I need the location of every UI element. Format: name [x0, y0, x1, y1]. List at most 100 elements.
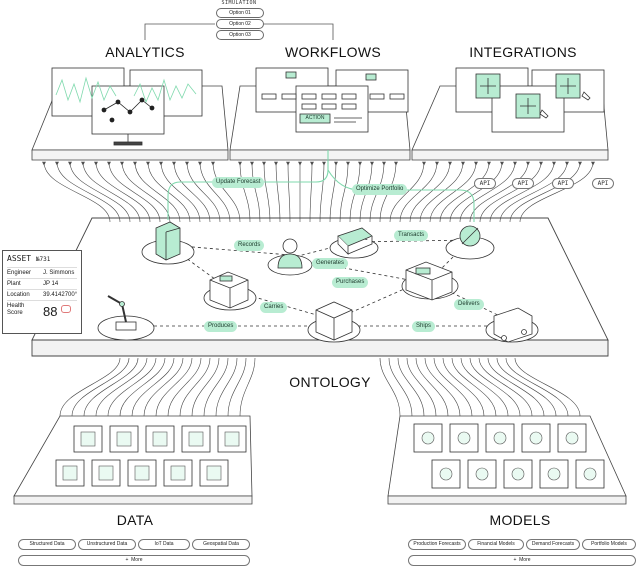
tools-object — [459, 225, 481, 247]
model-tile-icon — [565, 431, 579, 445]
update-forecast-tag: Update Forecast — [212, 177, 265, 188]
connector-line — [505, 357, 569, 417]
model-tile-icon — [529, 431, 543, 445]
data-tile — [91, 459, 121, 487]
factory-object — [155, 221, 181, 261]
model-category-portfolio[interactable]: Portfolio Models — [582, 539, 636, 550]
connector-line — [263, 161, 271, 223]
connector-line — [415, 357, 449, 417]
data-tile-icon — [152, 431, 168, 447]
connector-line — [287, 161, 291, 223]
asset-field-value: J. Simmons — [43, 270, 75, 276]
model-category-financial[interactable]: Financial Models — [468, 539, 524, 550]
simulation-option-1[interactable]: Option 01 — [216, 8, 264, 18]
connector-line — [239, 161, 251, 223]
data-category-structured[interactable]: Structured Data — [18, 539, 76, 550]
connector-line — [212, 161, 241, 223]
connector-line — [95, 357, 148, 417]
data-tile-icon — [224, 431, 240, 447]
connector-line — [451, 357, 497, 417]
workflow-action-button[interactable]: ACTION — [305, 115, 325, 121]
simulation-option-2[interactable]: Option 02 — [216, 19, 264, 29]
connector-line — [69, 161, 131, 223]
connector-line — [399, 161, 438, 223]
relation-records: Records — [234, 240, 265, 251]
connector-line — [429, 161, 477, 223]
connector-line — [339, 161, 349, 223]
asset-field-key: Location — [7, 292, 30, 298]
integrations-title: INTEGRATIONS — [469, 44, 577, 60]
connector-line — [496, 357, 557, 417]
connector-line — [95, 161, 151, 223]
model-tiles — [413, 423, 605, 489]
connector-line — [167, 357, 202, 417]
models-title: MODELS — [489, 512, 551, 528]
connector-line — [514, 357, 581, 417]
model-tile-icon — [493, 431, 507, 445]
data-category-iot[interactable]: IoT Data — [138, 539, 190, 550]
data-tile-icon — [206, 465, 222, 481]
connector-line — [459, 161, 516, 223]
asset-title: ASSET — [7, 254, 32, 263]
connector-line — [186, 161, 221, 223]
health-label-1: Health — [7, 303, 25, 309]
model-category-production[interactable]: Production Forecasts — [408, 539, 466, 550]
connector-line — [388, 357, 413, 417]
model-tile-icon — [457, 431, 471, 445]
model-tile-icon — [511, 467, 525, 481]
data-tile-icon — [134, 465, 150, 481]
connector-line — [489, 161, 555, 223]
analytics-monitors — [51, 67, 203, 146]
plus-icon: + — [125, 557, 132, 563]
connector-line — [227, 357, 247, 417]
models-more-button[interactable]: + More — [408, 555, 636, 566]
analytics-title: ANALYTICS — [105, 44, 185, 60]
connector-line — [379, 357, 401, 417]
connector-line — [251, 161, 261, 223]
heart-rate-icon — [61, 305, 71, 313]
data-more-button[interactable]: + More — [18, 555, 250, 566]
asset-field-value: JP 14 — [43, 281, 59, 287]
connector-line — [134, 161, 181, 223]
connector-line — [439, 161, 490, 223]
store-object — [405, 261, 453, 301]
connector-line — [460, 357, 509, 417]
asset-field-value: 39.4142700° — [43, 292, 78, 298]
connector-line — [191, 357, 220, 417]
connector-line — [83, 357, 139, 417]
api-badge-4: API — [592, 178, 614, 189]
connector-line — [509, 161, 581, 223]
connector-line — [433, 357, 473, 417]
data-category-geospatial[interactable]: Geospatial Data — [192, 539, 250, 550]
connector-line — [119, 357, 166, 417]
api-badge-2: API — [512, 178, 534, 189]
asset-card[interactable]: ASSET №731 Engineer J. Simmons Plant JP … — [2, 250, 82, 334]
plus-icon: + — [513, 557, 520, 563]
connector-line — [409, 161, 451, 223]
package-object — [315, 301, 353, 341]
connector-line — [179, 357, 211, 417]
connector-line — [275, 161, 281, 223]
connector-line — [215, 357, 238, 417]
connector-line — [143, 357, 184, 417]
api-badge-1: API — [474, 178, 496, 189]
connector-line — [406, 357, 437, 417]
data-category-unstructured[interactable]: Unstructured Data — [78, 539, 136, 550]
model-category-demand[interactable]: Demand Forecasts — [526, 539, 580, 550]
simulation-option-3[interactable]: Option 03 — [216, 30, 264, 40]
data-tile-icon — [188, 431, 204, 447]
data-tile-icon — [62, 465, 78, 481]
person-object — [277, 238, 303, 269]
optimize-portfolio-tag: Optimize Portfolio — [352, 184, 408, 195]
model-tile-icon — [583, 467, 597, 481]
connector-line — [160, 161, 201, 223]
model-tile-icon — [547, 467, 561, 481]
simulation-title: SIMULATION — [221, 0, 257, 6]
data-title: DATA — [116, 512, 154, 528]
connector-line — [329, 161, 337, 223]
data-tile-icon — [170, 465, 186, 481]
robot-arm-object — [107, 295, 137, 331]
connector-line — [131, 357, 175, 417]
workflow-monitors — [255, 67, 409, 133]
